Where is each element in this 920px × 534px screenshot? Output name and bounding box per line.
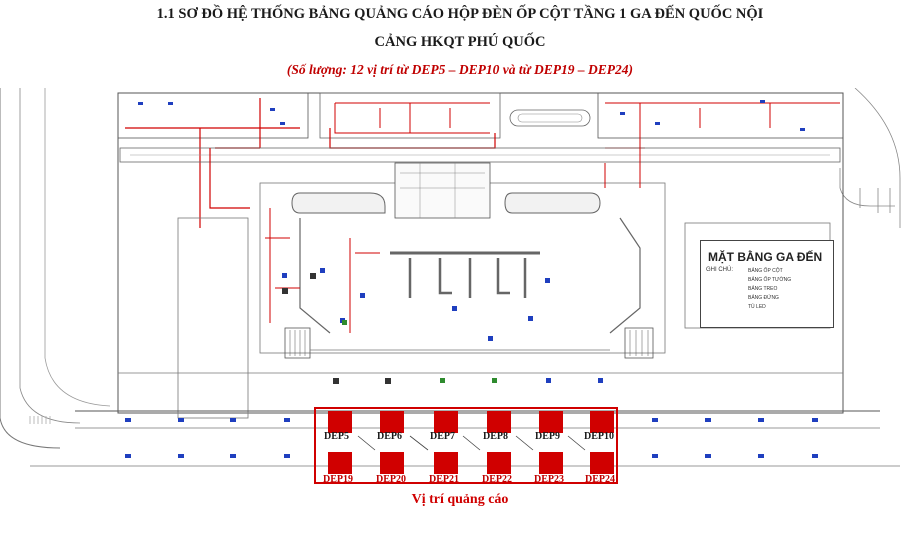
legend-item: BẢNG ĐỨNG — [748, 295, 779, 301]
advertising-boxes-bottom — [328, 452, 614, 474]
legend-item: BẢNG ỐP CỘT — [748, 268, 783, 274]
dep-label-bottom: DEP22 — [482, 474, 512, 485]
left-apron-line — [19, 88, 81, 424]
left-wing — [117, 92, 309, 139]
dep-label-bottom: DEP19 — [323, 474, 353, 485]
dep-label-bottom: DEP24 — [585, 474, 615, 485]
signage-markers-top — [138, 100, 805, 131]
left-apron-line — [0, 88, 61, 449]
diagram-title: 1.1 SƠ ĐỒ HỆ THỐNG BẢNG QUẢNG CÁO HỘP ĐÈ… — [156, 6, 764, 22]
legend-item: TỦ LED — [748, 304, 766, 310]
left-hall — [177, 217, 249, 419]
escalator-right — [624, 327, 654, 359]
right-apron-line — [839, 168, 895, 207]
road-markers — [125, 418, 818, 458]
dep-label-top: DEP8 — [483, 431, 508, 442]
left-apron-line — [44, 88, 111, 407]
right-apron-line — [854, 88, 901, 228]
legend-note: GHI CHÚ: — [706, 267, 733, 273]
escalator-left — [284, 327, 311, 359]
legend-item: BẢNG TREO — [748, 286, 778, 292]
dep-label-top: DEP7 — [430, 431, 455, 442]
center-top-block — [319, 92, 501, 139]
dep-label-top: DEP10 — [584, 431, 614, 442]
signage-markers — [282, 268, 603, 383]
crosswalk — [29, 416, 51, 424]
central-block — [394, 162, 491, 219]
dep-label-bottom: DEP23 — [534, 474, 564, 485]
advertising-zone — [314, 407, 618, 484]
carousel-arms — [408, 258, 527, 298]
corridor-band — [119, 147, 841, 163]
dep-label-top: DEP5 — [324, 431, 349, 442]
legend-title: MẶT BẰNG GA ĐẾN — [708, 250, 823, 264]
legend-item: BẢNG ỐP TƯỜNG — [748, 277, 792, 283]
dep-label-top: DEP6 — [377, 431, 402, 442]
carousel — [504, 192, 601, 214]
floor-plan — [0, 88, 901, 484]
hatch-marks — [357, 435, 586, 451]
right-wing — [597, 92, 844, 139]
diagram-title-line2: CẢNG HKQT PHÚ QUỐC — [374, 34, 546, 50]
dep-label-bottom: DEP21 — [429, 474, 459, 485]
dep-label-top: DEP9 — [535, 431, 560, 442]
carousel — [291, 192, 386, 214]
advertising-caption: Vị trí quảng cáo — [411, 492, 509, 507]
dep-label-bottom: DEP20 — [376, 474, 406, 485]
advertising-boxes-top — [328, 411, 614, 433]
diagram-subtitle: (Số lượng: 12 vị trí từ DEP5 – DEP10 và … — [286, 62, 634, 77]
legend-box — [700, 240, 834, 328]
